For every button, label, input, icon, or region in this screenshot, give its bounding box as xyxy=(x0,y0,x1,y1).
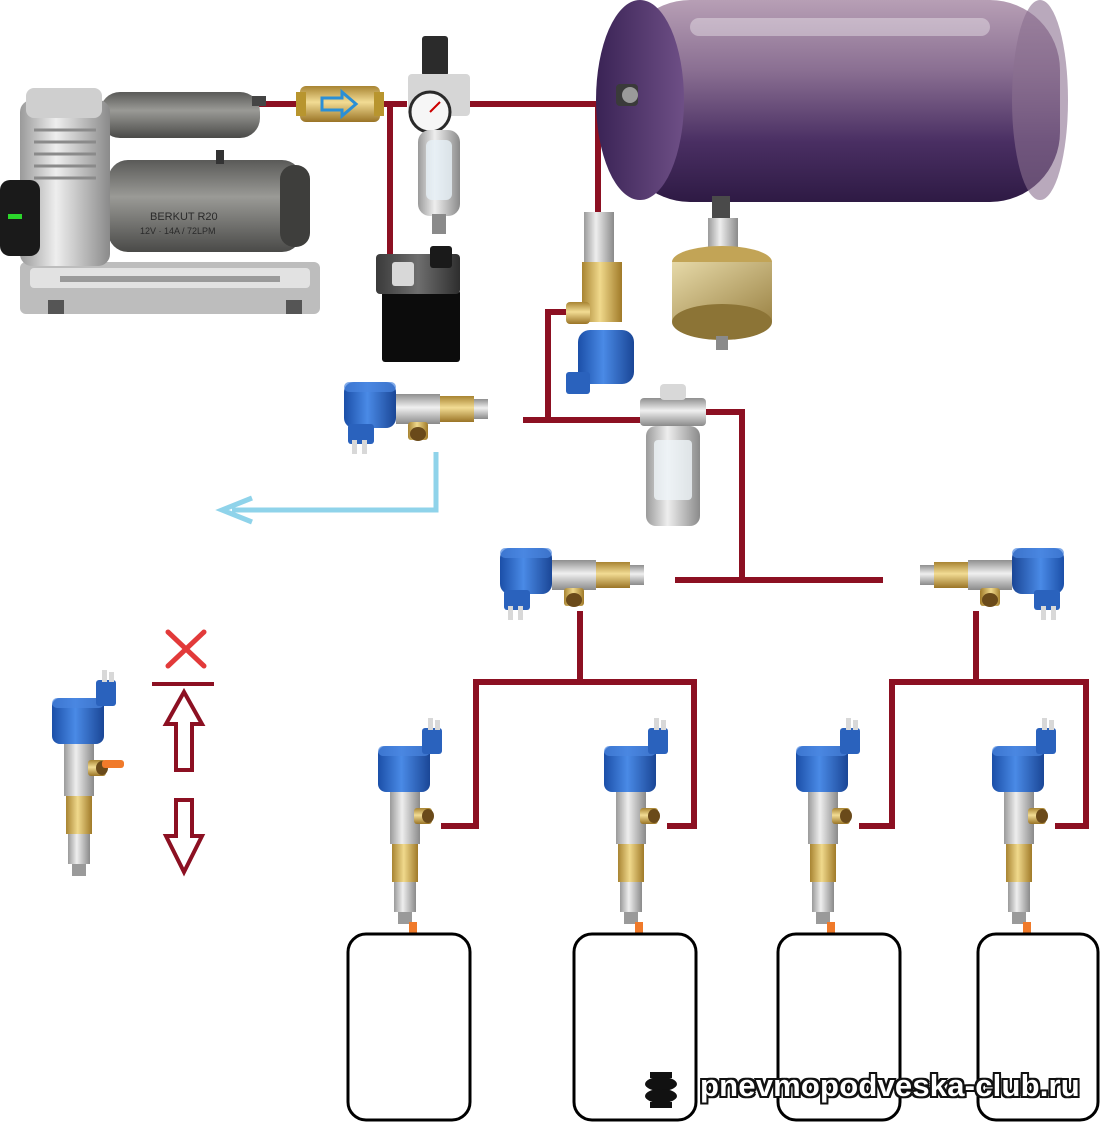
legend-valve xyxy=(52,670,124,876)
pressure-regulator-filter xyxy=(408,36,470,234)
pipe-wheel-3 xyxy=(859,679,895,829)
cross-icon xyxy=(165,629,207,669)
wheel-valve-2 xyxy=(604,718,668,924)
pressure-switch xyxy=(376,246,460,362)
arrow-left-icon xyxy=(215,495,253,525)
legend xyxy=(52,629,214,877)
compressor-spec-label: 12V · 14A / 72LPM xyxy=(140,226,216,236)
axle-valve-right xyxy=(920,548,1064,620)
air-bag-3 xyxy=(776,932,902,1122)
site-watermark: pnevmopodveska-club.ru xyxy=(700,1068,1080,1103)
wheel-valve-4 xyxy=(992,718,1056,924)
exhaust-line xyxy=(215,452,439,525)
pipe-wheel-2 xyxy=(667,679,697,829)
compressor: BERKUT R20 12V · 14A / 72LPM xyxy=(0,88,320,314)
exhaust-valve xyxy=(344,382,488,454)
compressor-brand-label: BERKUT R20 xyxy=(150,211,218,223)
air-bag-2 xyxy=(572,932,698,1122)
supply-valve xyxy=(566,212,634,394)
air-bag-4 xyxy=(976,932,1100,1122)
pipe-wheel-1 xyxy=(441,679,479,829)
axle-valve-left xyxy=(500,548,644,620)
arrow-right-icon xyxy=(320,88,359,120)
pressure-sensor xyxy=(672,218,772,350)
inline-oiler xyxy=(640,384,706,526)
pipe-supply-bypass xyxy=(545,309,577,423)
pressure-lines xyxy=(259,101,1089,829)
wheel-valve-3 xyxy=(796,718,860,924)
arrow-up-icon xyxy=(162,687,206,772)
wheel-valve-1 xyxy=(378,718,442,924)
air-receiver-tank xyxy=(596,0,1068,218)
pipe-wheel-4 xyxy=(1055,679,1089,829)
air-bag-1 xyxy=(346,932,472,1122)
check-valve xyxy=(296,86,384,122)
bag-inlets xyxy=(409,922,1031,936)
pipe-oiler-out xyxy=(703,409,745,583)
air-spring-icon xyxy=(645,1072,677,1108)
arrow-down-icon xyxy=(162,798,206,877)
